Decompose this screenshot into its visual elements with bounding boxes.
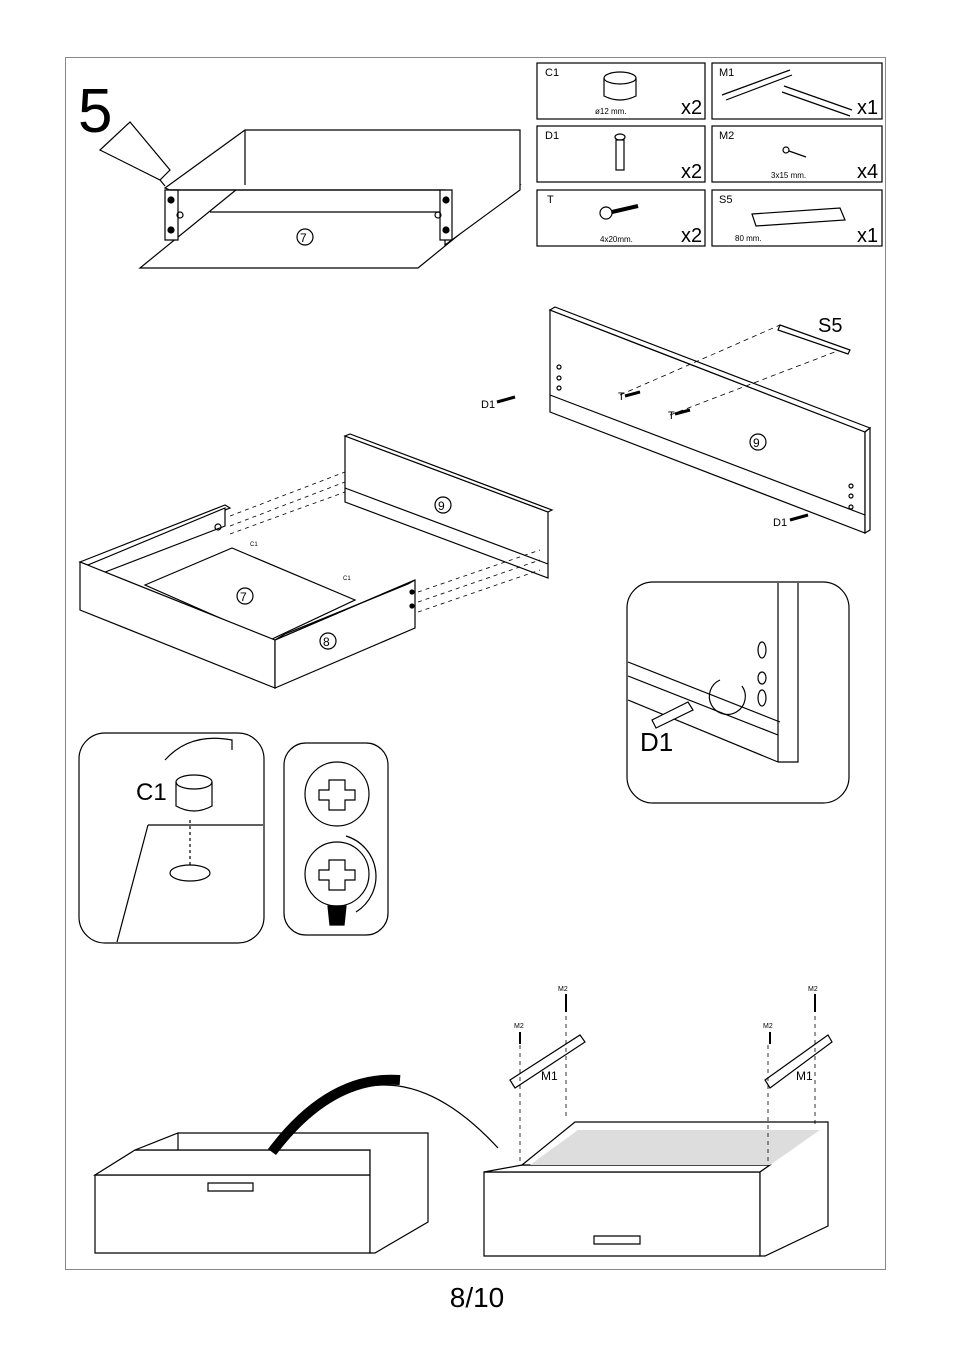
handle-profile-icon	[751, 207, 846, 227]
step-number: 5	[78, 77, 112, 146]
part-qty-d1: x2	[681, 161, 702, 183]
part-box-t	[536, 189, 706, 247]
parts-table: C1 ø12 mm. x2 M1 x1 D1 x2 M2 3x15 mm. x4…	[536, 62, 883, 247]
c1-detail-label: C1	[136, 779, 167, 806]
drawer-box-assembly	[78, 433, 554, 689]
part-code-m1: M1	[719, 67, 734, 79]
small-screw-icon	[782, 146, 807, 158]
front-panel-9-large	[496, 306, 872, 535]
cam-lock-icon	[603, 71, 637, 101]
dowel-icon	[614, 133, 626, 171]
part-code-m2: M2	[719, 130, 734, 142]
m2-label-4: M2	[808, 986, 818, 993]
panel-9-label-large: 9	[753, 436, 760, 450]
panel-8-label: 8	[323, 635, 330, 649]
page-frame	[65, 57, 886, 1270]
panel-7-label-drawer: 7	[240, 590, 247, 604]
part-qty-t: x2	[681, 225, 702, 247]
s5-label: S5	[818, 315, 842, 337]
m2-label-1: M2	[558, 986, 568, 993]
t-label-1: T	[618, 391, 625, 403]
c1-label-small-1: C1	[250, 542, 258, 548]
m1-label-left: M1	[541, 1069, 558, 1083]
t-label-2: T	[668, 410, 675, 422]
part-size-t: 4x20mm.	[600, 235, 633, 244]
d1-label-left: D1	[481, 399, 495, 411]
detail-d1-dowel	[626, 581, 850, 804]
part-code-d1: D1	[545, 130, 559, 142]
panel-7-label: 7	[300, 231, 307, 245]
part-qty-m1: x1	[857, 97, 878, 119]
page-number: 8/10	[449, 1282, 505, 1313]
m2-label-2: M2	[514, 1023, 524, 1030]
drawer-rail-assembly	[92, 994, 833, 1257]
part-code-t: T	[547, 194, 554, 206]
d1-detail-label: D1	[640, 727, 673, 757]
part-qty-c1: x2	[681, 97, 702, 119]
part-code-s5: S5	[719, 194, 732, 206]
screw-icon	[599, 204, 639, 220]
part-qty-m2: x4	[857, 161, 878, 183]
panel-9-label-small: 9	[438, 499, 445, 513]
m1-label-right: M1	[796, 1069, 813, 1083]
detail-cam-rotation	[283, 742, 389, 936]
c1-label-small-2: C1	[343, 576, 351, 582]
part-code-c1: C1	[545, 67, 559, 79]
detail-c1-camlock	[78, 732, 265, 944]
part-size-s5: 80 mm.	[735, 234, 762, 243]
part-qty-s5: x1	[857, 225, 878, 247]
part-size-c1: ø12 mm.	[595, 107, 627, 116]
drawer-rail-icon	[721, 69, 853, 117]
d1-label-right: D1	[773, 517, 787, 529]
m2-label-3: M2	[763, 1023, 773, 1030]
drawer-glue-illustration	[98, 121, 522, 269]
part-size-m2: 3x15 mm.	[771, 171, 806, 180]
